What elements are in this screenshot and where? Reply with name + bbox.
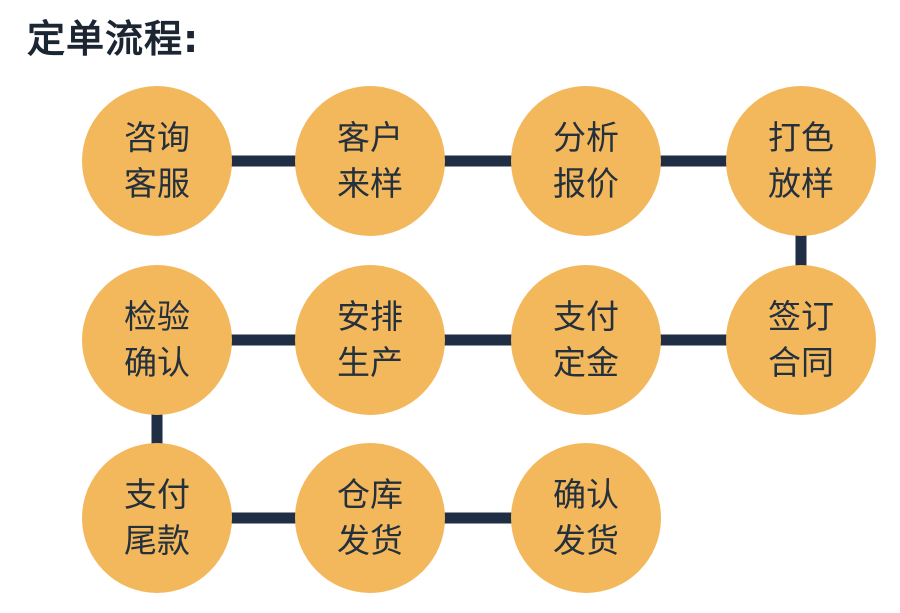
page-title: 定单流程: [27, 17, 200, 61]
step-label-line1: 检验 [124, 297, 190, 336]
step-label-line1: 支付 [124, 475, 190, 514]
step-label-line2: 生产 [337, 343, 403, 382]
step-warehouse-ship: 仓库 发货 [295, 443, 445, 593]
step-label-line2: 放样 [768, 164, 834, 203]
step-analyze-quote: 分析 报价 [511, 86, 661, 236]
step-pay-deposit: 支付 定金 [511, 265, 661, 415]
step-label-line2: 尾款 [124, 521, 190, 560]
step-label-line1: 分析 [553, 118, 619, 157]
step-pay-balance: 支付 尾款 [82, 443, 232, 593]
step-arrange-production: 安排 生产 [295, 265, 445, 415]
step-sign-contract: 签订 合同 [726, 265, 876, 415]
step-label-line1: 客户 [337, 118, 403, 157]
step-label-line2: 确认 [124, 343, 190, 382]
step-label-line2: 报价 [553, 164, 619, 203]
step-label-line1: 咨询 [124, 118, 190, 157]
step-customer-sample: 客户 来样 [295, 86, 445, 236]
step-label-line1: 签订 [768, 297, 834, 336]
step-label-line1: 确认 [553, 475, 619, 514]
step-consult-service: 咨询 客服 [82, 86, 232, 236]
step-label-line1: 支付 [553, 297, 619, 336]
step-label-line2: 合同 [768, 343, 834, 382]
step-label-line2: 定金 [553, 343, 619, 382]
step-inspect-confirm: 检验 确认 [82, 265, 232, 415]
step-label-line2: 来样 [337, 164, 403, 203]
step-color-sample: 打色 放样 [726, 86, 876, 236]
step-label-line2: 发货 [553, 521, 619, 560]
step-label-line1: 仓库 [337, 475, 403, 514]
step-label-line1: 打色 [768, 118, 834, 157]
step-label-line2: 发货 [337, 521, 403, 560]
step-confirm-ship: 确认 发货 [511, 443, 661, 593]
step-label-line2: 客服 [124, 164, 190, 203]
step-label-line1: 安排 [337, 297, 403, 336]
